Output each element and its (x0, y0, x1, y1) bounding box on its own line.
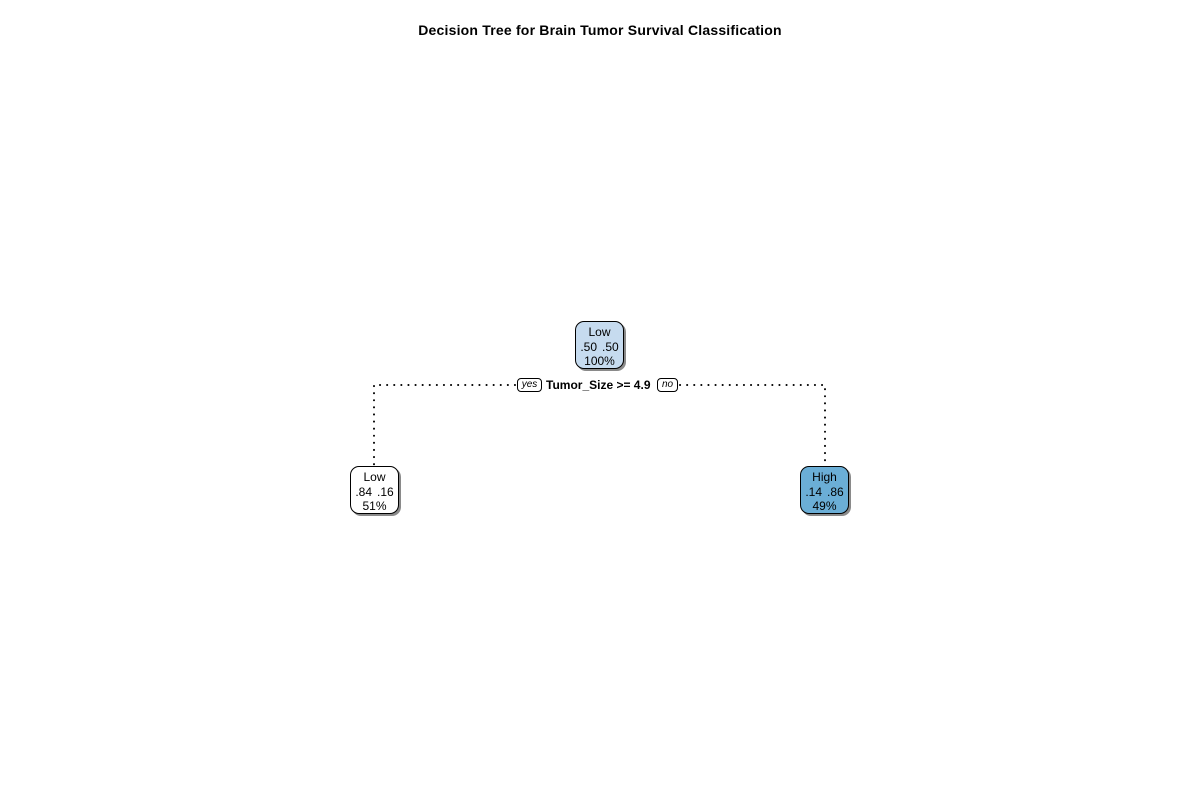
left-leaf-prob-low: .84 (355, 484, 372, 499)
left-leaf-class: Low (363, 470, 386, 484)
right-leaf-node: High .14 .86 49% (800, 466, 849, 514)
right-leaf-prob-low: .14 (805, 484, 822, 499)
right-branch-line (679, 384, 826, 467)
left-leaf-node: Low .84 .16 51% (350, 466, 399, 514)
root-node-percent: 100% (584, 354, 615, 368)
split-condition-label: Tumor_Size >= 4.9 (546, 378, 651, 392)
no-branch-tag: no (657, 378, 678, 392)
right-leaf-percent: 49% (812, 499, 837, 513)
left-leaf-prob-high: .16 (377, 484, 394, 499)
left-leaf-percent: 51% (362, 499, 387, 513)
right-leaf-class: High (812, 470, 837, 484)
root-node-class: Low (588, 325, 611, 339)
left-branch-line (373, 384, 516, 467)
right-leaf-prob-high: .86 (827, 484, 844, 499)
right-leaf-probabilities: .14 .86 (801, 485, 848, 500)
root-node-prob-high: .50 (602, 339, 619, 354)
left-leaf-probabilities: .84 .16 (351, 485, 398, 500)
root-node-prob-low: .50 (580, 339, 597, 354)
chart-title: Decision Tree for Brain Tumor Survival C… (418, 22, 782, 38)
root-node-probabilities: .50 .50 (576, 340, 623, 355)
yes-branch-tag: yes (517, 378, 542, 392)
root-node: Low .50 .50 100% (575, 321, 624, 369)
